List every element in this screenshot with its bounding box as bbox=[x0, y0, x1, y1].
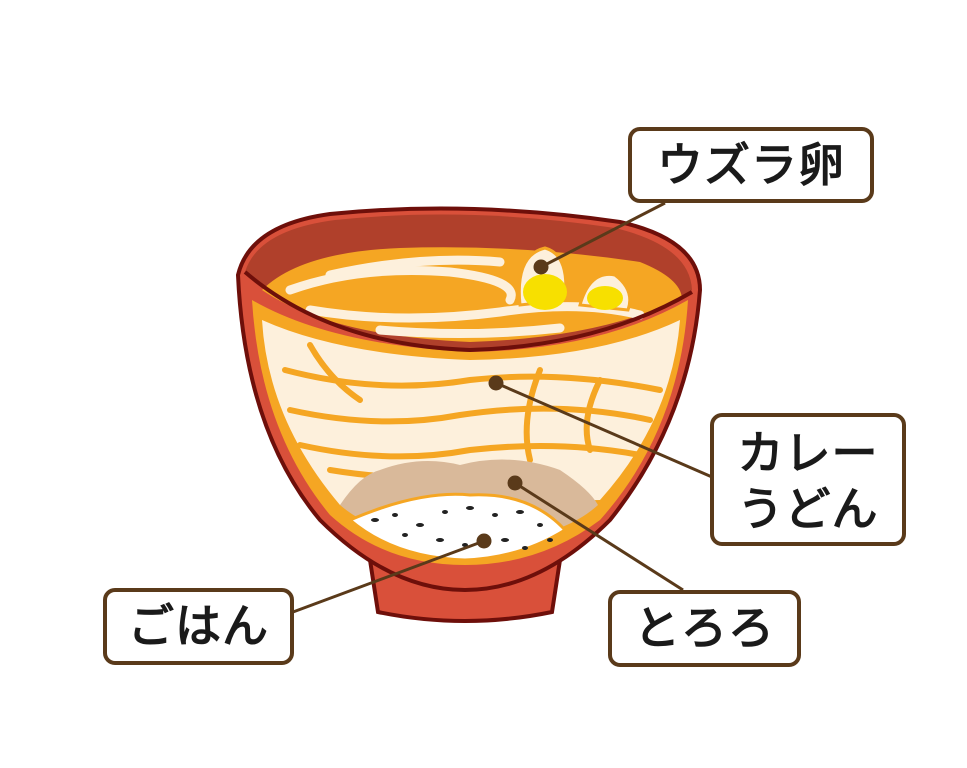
sesame-seeds bbox=[371, 506, 553, 550]
label-text: ごはん bbox=[128, 599, 269, 653]
noodle-strands bbox=[282, 342, 663, 481]
label-curry-udon: カレー うどん bbox=[710, 413, 906, 546]
label-text-line1: カレー bbox=[737, 426, 879, 480]
leader-rice bbox=[292, 539, 485, 614]
leader-curry-udon bbox=[495, 381, 713, 479]
label-rice: ごはん bbox=[103, 588, 294, 665]
label-text: とろろ bbox=[634, 601, 775, 655]
label-tororo: とろろ bbox=[608, 590, 801, 667]
bowl-rim-line bbox=[243, 270, 694, 353]
leader-tororo bbox=[514, 481, 684, 592]
leader-quail-egg bbox=[540, 201, 666, 269]
rice-layer bbox=[347, 492, 568, 562]
label-text: ウズラ卵 bbox=[657, 138, 845, 192]
quail-eggs bbox=[517, 246, 632, 312]
label-quail-egg: ウズラ卵 bbox=[628, 127, 874, 203]
label-text-line2: うどん bbox=[737, 482, 879, 536]
leader-lines bbox=[292, 201, 713, 614]
